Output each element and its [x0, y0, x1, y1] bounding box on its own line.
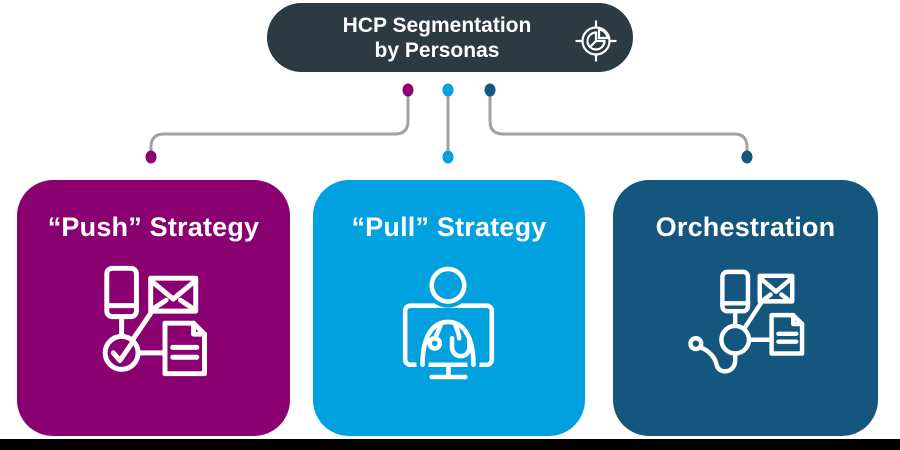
pie-body	[586, 31, 606, 51]
link-envelope-check	[129, 307, 155, 344]
document-glyph	[768, 312, 804, 356]
connector-dot-pull-bottom	[442, 150, 454, 164]
document-glyph	[162, 320, 207, 377]
connector-dot-orchestration-top	[484, 83, 496, 97]
pie-slice	[597, 28, 609, 40]
stethoscope-tube-glyph	[687, 336, 737, 374]
card-push-title: “Push” Strategy	[47, 212, 260, 242]
hub-circle-glyph	[718, 323, 751, 356]
card-orchestration-title: Orchestration	[655, 212, 836, 242]
monitor-stand-glyph	[429, 362, 468, 380]
header-pill: HCP Segmentation by Personas	[267, 3, 633, 72]
card-pull: “Pull” Strategy	[313, 180, 585, 436]
bottom-bar	[0, 439, 900, 450]
connector-dot-orchestration-bottom	[741, 150, 753, 164]
phone-glyph	[103, 265, 139, 320]
connector-dot-push-top	[402, 83, 414, 97]
page-title-line1: HCP Segmentation	[342, 13, 532, 37]
check-circle-glyph	[102, 333, 141, 372]
telehealth-doctor-icon	[402, 265, 495, 380]
page-title: HCP Segmentation by Personas	[343, 13, 532, 63]
target-pie-icon	[575, 20, 617, 62]
push-channels-icon	[102, 265, 207, 377]
card-push: “Push” Strategy	[17, 180, 290, 436]
envelope-glyph	[147, 275, 198, 314]
connector-dot-pull-top	[442, 83, 454, 97]
page-title-line2: by Personas	[374, 38, 500, 62]
connector-push	[149, 93, 410, 153]
card-orchestration: Orchestration	[613, 180, 878, 436]
orchestration-stethoscope-icon	[687, 269, 804, 374]
connector-dot-push-bottom	[145, 150, 157, 164]
card-pull-title: “Pull” Strategy	[351, 212, 547, 242]
stethoscope-glyph	[427, 321, 472, 359]
link-envelope-hub	[741, 301, 763, 332]
connector-orchestration	[488, 93, 749, 153]
phone-glyph	[719, 269, 750, 314]
envelope-glyph	[757, 273, 794, 304]
